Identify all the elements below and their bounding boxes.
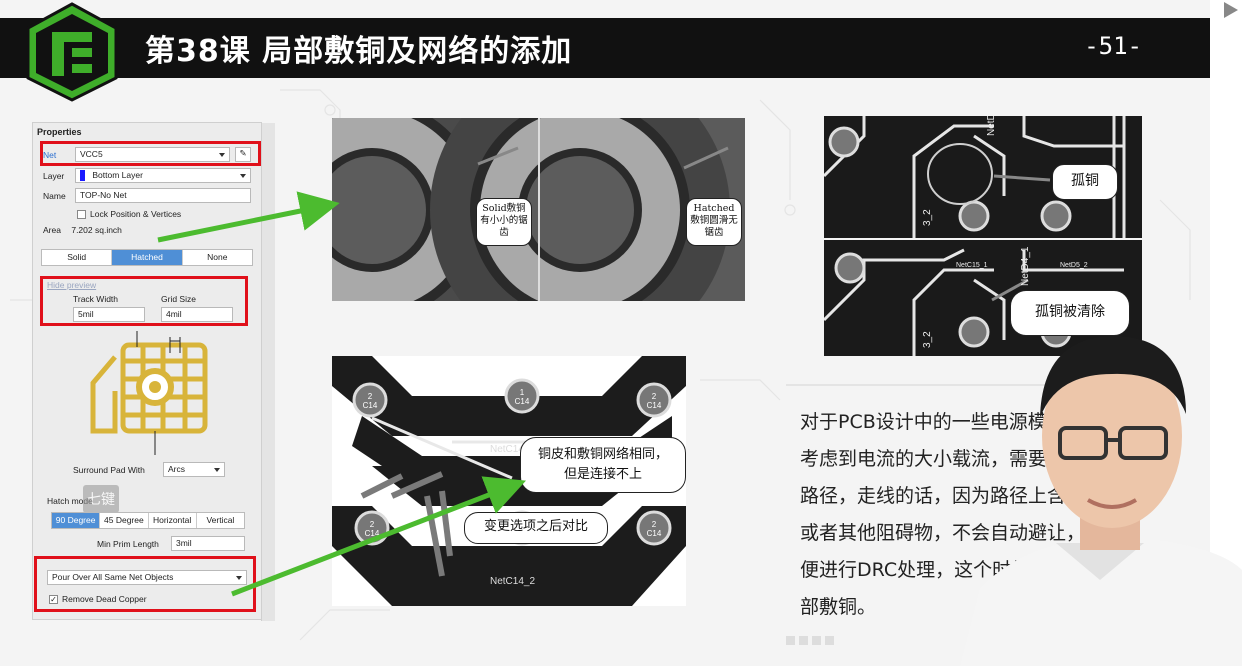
- net-c14-2-label: NetC14_2: [490, 576, 536, 587]
- chevron-down-icon: [240, 174, 246, 178]
- hide-preview-link[interactable]: Hide preview: [47, 280, 97, 290]
- layer-select[interactable]: Bottom Layer: [75, 168, 251, 183]
- net-d4-1-label-bottom: NetD4_1: [1020, 246, 1031, 286]
- area-label: Area: [43, 225, 61, 235]
- hatch-mode-45[interactable]: 45 Degree: [100, 513, 149, 528]
- solid-vs-hatched-image: [332, 118, 745, 301]
- panel-title: Properties: [37, 127, 82, 137]
- hatch-mode-vertical[interactable]: Vertical: [206, 515, 235, 525]
- play-icon[interactable]: [1224, 2, 1238, 18]
- copper-pour-comparison: [332, 118, 745, 301]
- chevron-down-icon: [214, 468, 220, 472]
- name-input[interactable]: TOP-No Net: [75, 188, 251, 203]
- isolated-copper-image: NetD4_1 3_2: [824, 116, 1142, 238]
- layer-label: Layer: [43, 171, 65, 181]
- surround-pad-select[interactable]: Arcs: [163, 462, 225, 477]
- description-line: 或者其他阻碍物，不会自动避让，: [800, 522, 1086, 544]
- description-text: 对于PCB设计中的一些电源模块 考虑到电流的大小载流，需要加 路径，走线的话，因…: [800, 404, 1120, 626]
- hatch-mode-90[interactable]: 90 Degree: [52, 513, 101, 528]
- dot[interactable]: [812, 636, 821, 645]
- remove-dead-copper-checkbox[interactable]: ✓: [49, 595, 58, 605]
- hatch-mode-horizontal[interactable]: Horizontal: [149, 513, 197, 528]
- hatched-callout: Hatched敷铜圆滑无锯齿: [686, 198, 742, 246]
- slide-header: 第38课 局部敷铜及网络的添加 -51-: [0, 18, 1210, 78]
- min-prim-input[interactable]: 3mil: [171, 536, 245, 551]
- isolated-copper-graphic: [824, 116, 1126, 238]
- lock-label: Lock Position & Vertices: [90, 209, 182, 219]
- description-line: 对于PCB设计中的一些电源模块: [800, 411, 1066, 433]
- fill-mode-hatched[interactable]: Hatched: [112, 250, 183, 265]
- description-line: 便进行DRC处理，这个时候可: [800, 559, 1050, 581]
- label-3-2-bottom: 3_2: [922, 331, 933, 348]
- track-grid-highlight-box: [40, 276, 248, 326]
- name-label: Name: [43, 191, 66, 201]
- net-select-value: VCC5: [80, 149, 103, 159]
- watermark-logo: 七键: [83, 485, 119, 513]
- track-width-input[interactable]: 5mil: [73, 307, 145, 322]
- dot[interactable]: [825, 636, 834, 645]
- description-line: 考虑到电流的大小载流，需要加: [800, 448, 1067, 470]
- dot[interactable]: [786, 636, 795, 645]
- pencil-icon: ✎: [239, 148, 247, 158]
- dot[interactable]: [799, 636, 808, 645]
- page-number: -51-: [1084, 32, 1142, 60]
- pour-options-highlight-box: [34, 556, 256, 612]
- compare-callout: 变更选项之后对比: [464, 512, 608, 544]
- fill-mode-solid[interactable]: Solid: [42, 250, 113, 265]
- remove-dead-copper-row[interactable]: ✓ Remove Dead Copper: [49, 594, 147, 605]
- fill-mode-none[interactable]: None: [207, 252, 228, 262]
- area-row: Area 7.202 sq.inch: [43, 225, 122, 235]
- pick-net-button[interactable]: ✎: [235, 147, 251, 162]
- remove-dead-copper-label: Remove Dead Copper: [62, 594, 147, 604]
- surround-pad-value: Arcs: [168, 464, 185, 474]
- grid-size-label: Grid Size: [161, 294, 196, 304]
- description-line: 路径，走线的话，因为路径上含有: [800, 485, 1086, 507]
- lock-checkbox[interactable]: [77, 210, 86, 220]
- net-d5-2-label: NetD5_2: [1060, 262, 1088, 269]
- properties-panel: Properties Net VCC5 ✎ Layer Bottom Layer…: [32, 122, 275, 621]
- fill-mode-segmented: Solid Hatched None: [41, 249, 253, 266]
- hatch-mode-segmented: 90 Degree 45 Degree Horizontal Vertical: [51, 512, 245, 529]
- net-c14-1-label: NetC14_1: [490, 444, 536, 455]
- panel-scrollbar[interactable]: [261, 123, 275, 621]
- isolated-removed-callout: 孤铜被清除: [1010, 290, 1130, 336]
- layer-color-swatch: [80, 170, 85, 182]
- pour-over-value: Pour Over All Same Net Objects: [52, 572, 174, 582]
- lock-checkbox-row[interactable]: Lock Position & Vertices: [77, 209, 182, 220]
- surround-pad-label: Surround Pad With: [73, 465, 145, 475]
- layer-select-value: Bottom Layer: [92, 170, 143, 180]
- description-line: 部敷铜。: [800, 596, 877, 618]
- net-label: Net: [43, 150, 57, 160]
- net-d4-1-label: NetD4_1: [986, 116, 997, 136]
- hatch-mode-label: Hatch mode: [47, 496, 93, 506]
- grid-size-input[interactable]: 4mil: [161, 307, 233, 322]
- track-width-label: Track Width: [73, 294, 119, 304]
- area-value: 7.202 sq.inch: [71, 225, 122, 235]
- solid-callout: Solid敷铜有小小的锯齿: [476, 198, 532, 246]
- label-3-2: 3_2: [922, 209, 933, 226]
- net-highlight-box: [40, 141, 261, 166]
- presenter-video: [960, 336, 1242, 666]
- logo-icon: [26, 2, 118, 102]
- divider-line: [786, 384, 1146, 386]
- net-c15-1-label: NetC15_1: [956, 262, 988, 269]
- net-match-callout: 铜皮和敷铜网络相同，但是连接不上: [520, 437, 686, 493]
- hatch-preview-graphic: [90, 331, 208, 455]
- min-prim-label: Min Prim Length: [97, 539, 159, 549]
- pagination-dots: [786, 630, 838, 649]
- isolated-copper-callout: 孤铜: [1052, 164, 1118, 200]
- net-select[interactable]: VCC5: [75, 147, 230, 162]
- chevron-down-icon: [219, 153, 225, 157]
- slide-title: 第38课 局部敷铜及网络的添加: [145, 34, 573, 69]
